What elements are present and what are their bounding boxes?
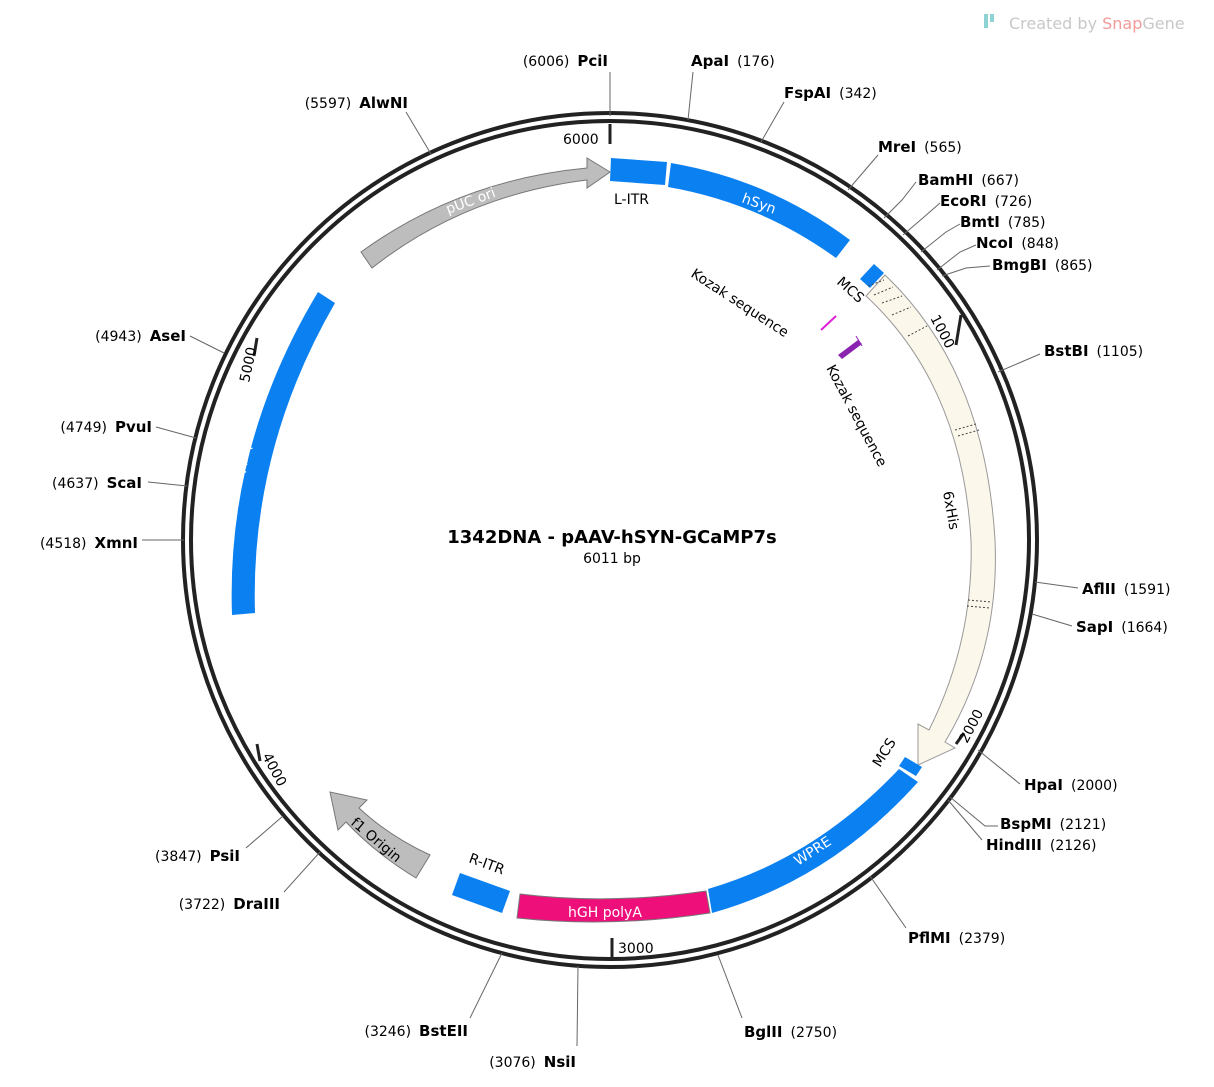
watermark-brand-gene: Gene [1142,14,1184,33]
feature-wpre[interactable] [708,769,918,913]
site-alwni[interactable]: (5597)AlwNI [305,94,408,112]
site-leader-nsii [576,965,579,1047]
feature-hgh-polya[interactable] [516,890,711,923]
feature-puc-ori-arrow[interactable] [360,157,611,269]
site-scai[interactable]: (4637)ScaI [52,474,142,492]
region-divider [907,325,928,337]
tick-mark-5000 [252,337,259,357]
tick-label-6000: 6000 [563,132,599,148]
site-pvui[interactable]: (4749)PvuI [60,418,152,436]
site-leader-bmti [920,223,961,253]
plasmid-name: 1342DNA - pAAV-hSYN-GCaMP7s [447,527,776,548]
site-leader-pvui [155,426,197,439]
feature-label-kozak-1: Kozak sequence [688,266,791,341]
region-divider [881,295,903,304]
region-divider [867,279,885,287]
kozak-mark-2-edge [855,335,863,347]
tick-mark-2000 [954,732,966,745]
restriction-sites: (6006)PciI ApaI(176) FspAI(342) MreI(565… [40,52,1170,1071]
site-mrei[interactable]: MreI(565) [878,138,962,156]
feature-label-hgh-polya: hGH polyA [568,905,642,921]
region-divider [891,306,912,316]
site-leader-ncoi [936,244,977,271]
tick-label-4000: 4000 [258,750,289,789]
site-bmgbi[interactable]: BmgBI(865) [992,256,1092,274]
site-leader-apai [687,71,694,121]
tick-label-3000: 3000 [618,941,654,957]
site-leader-draiii [283,851,321,893]
site-leader-bsteii [469,952,503,1019]
site-leader-mrei [847,154,879,191]
feature-label-l-itr: L-ITR [614,192,649,208]
site-leader-asei [189,335,225,354]
svg-text:Created by SnapGene: Created by SnapGene [1009,14,1185,33]
site-bstbi[interactable]: BstBI(1105) [1044,342,1143,360]
site-leader-bspmi [949,796,998,827]
feature-mcs-1[interactable] [860,264,884,288]
feature-r-itr[interactable] [452,873,510,913]
site-leader-bstbi [997,353,1041,373]
watermark-prefix: Created by [1009,14,1102,33]
site-leader-bglii [717,954,743,1019]
site-leader-sapi [1031,613,1073,627]
site-apai[interactable]: ApaI(176) [691,52,775,70]
site-leader-alwni [405,111,432,155]
watermark-brand-snap: Snap [1102,14,1142,33]
site-leader-aflii [1034,581,1079,589]
site-bamhi[interactable]: BamHI(667) [918,171,1019,189]
site-hindiii[interactable]: HindIII(2126) [986,836,1096,854]
tick-mark-4000 [255,743,262,762]
site-asei[interactable]: (4943)AseI [95,327,186,345]
feature-label-r-itr: R-ITR [467,851,507,879]
site-leader-ecori [902,202,941,236]
feature-6xhis-arrow[interactable] [865,274,996,766]
snapgene-logo-icon-bar [990,14,994,22]
feature-ampr[interactable] [231,292,335,615]
feature-label-6xhis: 6xHis [939,490,962,531]
feature-f1-origin-arrow[interactable] [329,791,431,879]
site-aflii[interactable]: AflII(1591) [1082,580,1170,598]
site-bglii[interactable]: BglII(2750) [744,1023,837,1041]
site-ecori[interactable]: EcoRI(726) [940,192,1032,210]
site-bsteii[interactable]: (3246)BstEII [364,1022,468,1040]
site-pcii[interactable]: (6006)PciI [523,52,608,70]
feature-label-kozak-2: Kozak sequence [822,362,889,469]
site-bmti[interactable]: BmtI(785) [960,213,1045,231]
site-leader-fspai [760,101,785,143]
site-leader-pflmi [869,875,907,929]
kozak-mark-2 [838,340,862,359]
site-xmni[interactable]: (4518)XmnI [40,534,138,552]
kozak-mark-1 [820,315,837,331]
feature-l-itr[interactable] [610,158,667,185]
snapgene-watermark: Created by SnapGene [984,14,1185,33]
site-pflmi[interactable]: PflMI(2379) [908,929,1005,947]
snapgene-logo-icon [984,14,988,28]
tick-mark-1000 [954,314,963,346]
feature-label-ampr: AmpR [234,430,256,474]
tick-label-5000: 5000 [237,346,260,384]
feature-label-mcs-2: MCS [870,735,900,770]
site-leader-hindiii [947,799,983,841]
site-ncoi[interactable]: NcoI(848) [976,234,1059,252]
site-psii[interactable]: (3847)PsiI [155,847,240,865]
site-leader-bamhi [883,181,917,219]
site-bspmi[interactable]: BspMI(2121) [1000,815,1106,833]
site-nsii[interactable]: (3076)NsiI [489,1053,576,1071]
site-draiii[interactable]: (3722)DraIII [179,895,280,913]
site-hpai[interactable]: HpaI(2000) [1024,776,1118,794]
region-divider [873,286,894,296]
backbone-inner-ring [189,119,1031,961]
site-leader-scai [147,481,188,487]
feature-hsyn[interactable] [668,163,850,258]
site-fspai[interactable]: FspAI(342) [784,84,877,102]
feature-label-puc-ori: pUC ori [444,185,498,218]
site-leader-bmgbi [941,265,991,277]
site-leader-psii [245,815,284,849]
plasmid-size: 6011 bp [583,551,641,567]
site-leader-hpai [977,749,1021,785]
site-sapi[interactable]: SapI(1664) [1076,618,1168,636]
feature-mcs-2[interactable] [899,757,922,776]
